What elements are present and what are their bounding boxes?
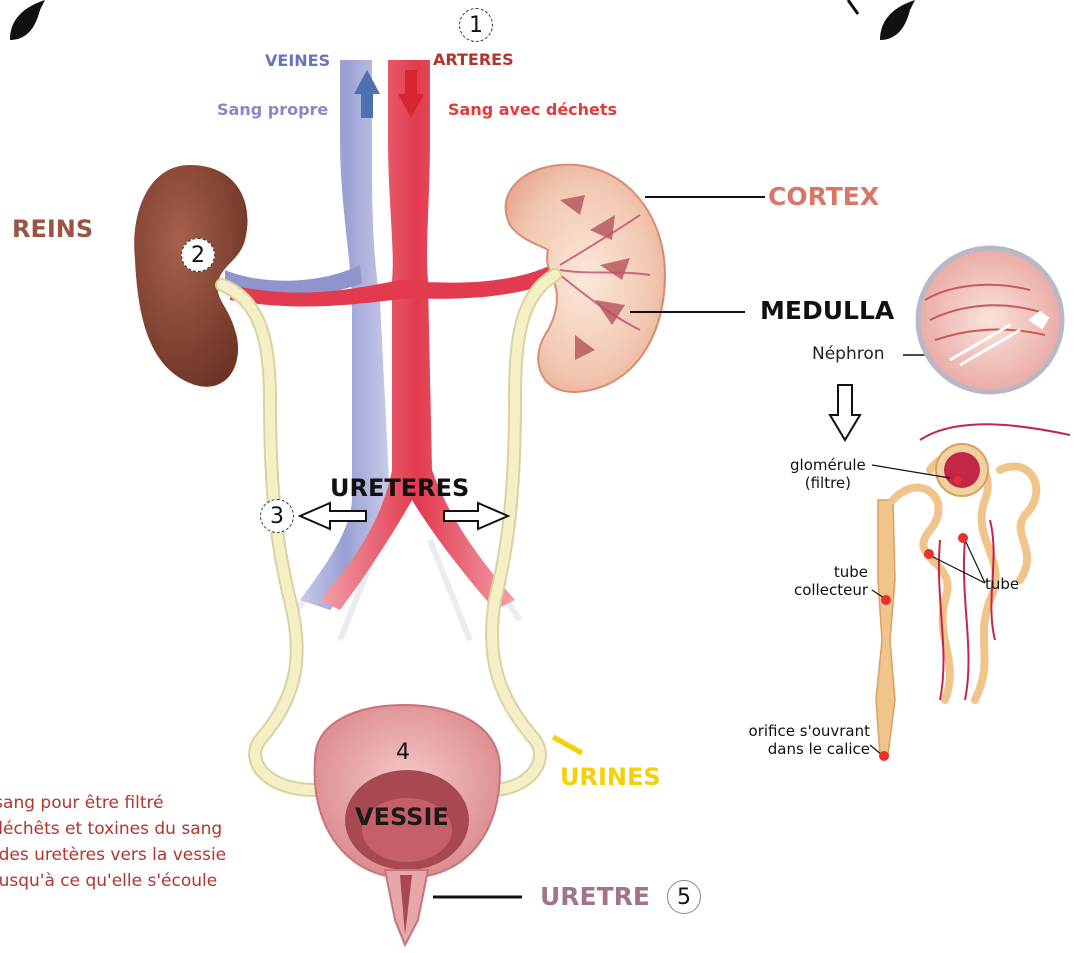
- label-glomerule-line1: glomérule: [790, 456, 866, 474]
- side-line-3: le des uretères vers la vessie: [0, 842, 300, 868]
- label-tube-collecteur-line2: collecteur: [788, 581, 868, 599]
- label-orifice: orifice s'ouvrant dans le calice: [735, 722, 870, 758]
- side-line-4: e jusqu'à ce qu'elle s'écoule: [0, 868, 300, 894]
- side-description: u sang pour être filtré s déchêts et tox…: [0, 790, 300, 894]
- label-glomerule-line2: (filtre): [790, 474, 866, 492]
- label-ureteres: URETERES: [330, 476, 469, 500]
- label-tube-collecteur-line1: tube: [788, 563, 868, 581]
- label-urines: URINES: [560, 765, 661, 789]
- glomerulus-core: [944, 452, 980, 488]
- leaf-icon-left: [10, 0, 45, 40]
- side-line-2: s déchêts et toxines du sang: [0, 816, 300, 842]
- collecting-tube: [876, 500, 895, 755]
- side-line-1: u sang pour être filtré: [0, 790, 300, 816]
- label-arteres: ARTERES: [433, 52, 514, 68]
- dot-tube-1: [924, 549, 934, 559]
- label-tube: tube: [985, 577, 1019, 592]
- marker-1: 1: [459, 8, 493, 42]
- marker-2: 2: [181, 238, 215, 272]
- marker-4: 4: [386, 735, 420, 769]
- label-veines: VEINES: [265, 53, 330, 69]
- label-orifice-line2: dans le calice: [735, 740, 870, 758]
- label-medulla: MEDULLA: [760, 298, 894, 323]
- label-uretre: URETRE: [540, 884, 650, 909]
- label-sang-dechets: Sang avec déchets: [448, 102, 617, 118]
- label-orifice-line1: orifice s'ouvrant: [735, 722, 870, 740]
- marker-5: 5: [667, 880, 701, 914]
- leaf-stem-right: [848, 0, 858, 14]
- label-cortex: CORTEX: [768, 184, 879, 209]
- label-tube-collecteur: tube collecteur: [788, 563, 868, 599]
- leaf-icon-right: [880, 0, 915, 40]
- marker-3: 3: [260, 499, 294, 533]
- label-reins: REINS: [12, 217, 93, 241]
- label-glomerule: glomérule (filtre): [790, 456, 866, 492]
- label-sang-propre: Sang propre: [217, 102, 328, 118]
- dot-tube-2: [958, 533, 968, 543]
- label-vessie: VESSIE: [355, 805, 449, 829]
- label-nephron: Néphron: [812, 346, 885, 363]
- urines-leader: [553, 737, 582, 753]
- dot-orifice: [879, 751, 889, 761]
- dot-glomerule: [954, 476, 962, 484]
- dot-collecteur: [881, 595, 891, 605]
- down-hollow-arrow-icon: [830, 385, 860, 440]
